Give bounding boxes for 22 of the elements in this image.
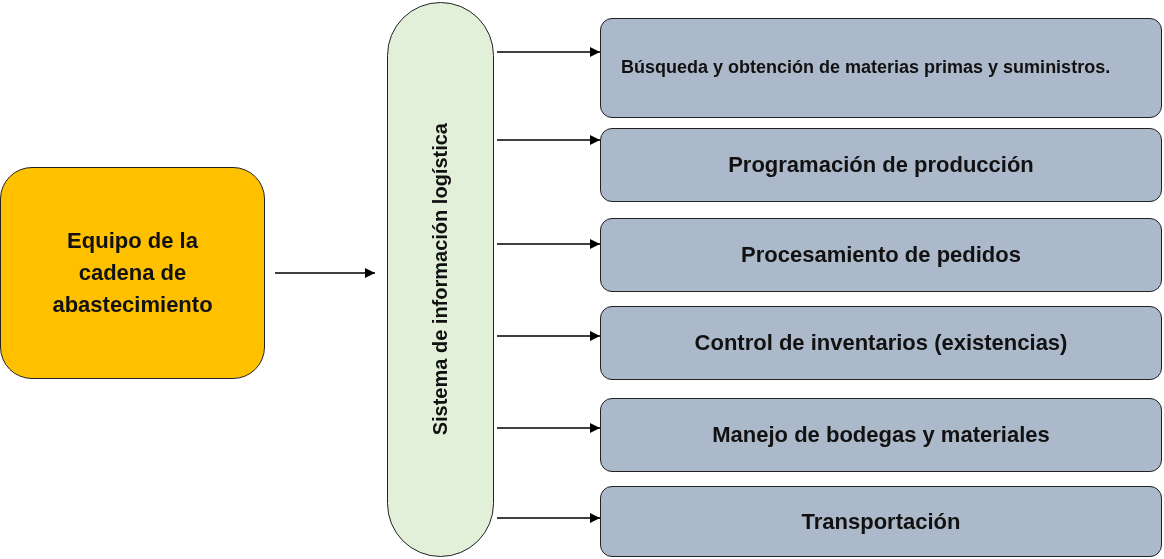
node-label: Sistema de información logística <box>429 123 452 436</box>
node-label: Manejo de bodegas y materiales <box>712 422 1050 448</box>
activity-box <box>600 18 1162 118</box>
node-label: Procesamiento de pedidos <box>741 242 1021 268</box>
arrow <box>496 423 601 433</box>
arrow <box>496 513 601 523</box>
node-label: Programación de producción <box>728 152 1034 178</box>
node-label: Equipo de la cadena de abastecimiento <box>51 227 214 319</box>
activity-box <box>600 306 1162 380</box>
activity-box <box>600 218 1162 292</box>
arrow <box>496 239 601 249</box>
arrow <box>496 331 601 341</box>
arrow <box>496 47 601 57</box>
arrow <box>496 135 601 145</box>
activity-box <box>600 128 1162 202</box>
activity-box <box>600 398 1162 472</box>
node-label: Búsqueda y obtención de materias primas y suministros. <box>620 56 1112 80</box>
node-label: Control de inventarios (existencias) <box>694 330 1068 356</box>
arrow <box>274 268 376 278</box>
activity-box <box>600 486 1162 557</box>
node-label: Transportación <box>801 508 961 535</box>
team-box <box>0 167 265 379</box>
